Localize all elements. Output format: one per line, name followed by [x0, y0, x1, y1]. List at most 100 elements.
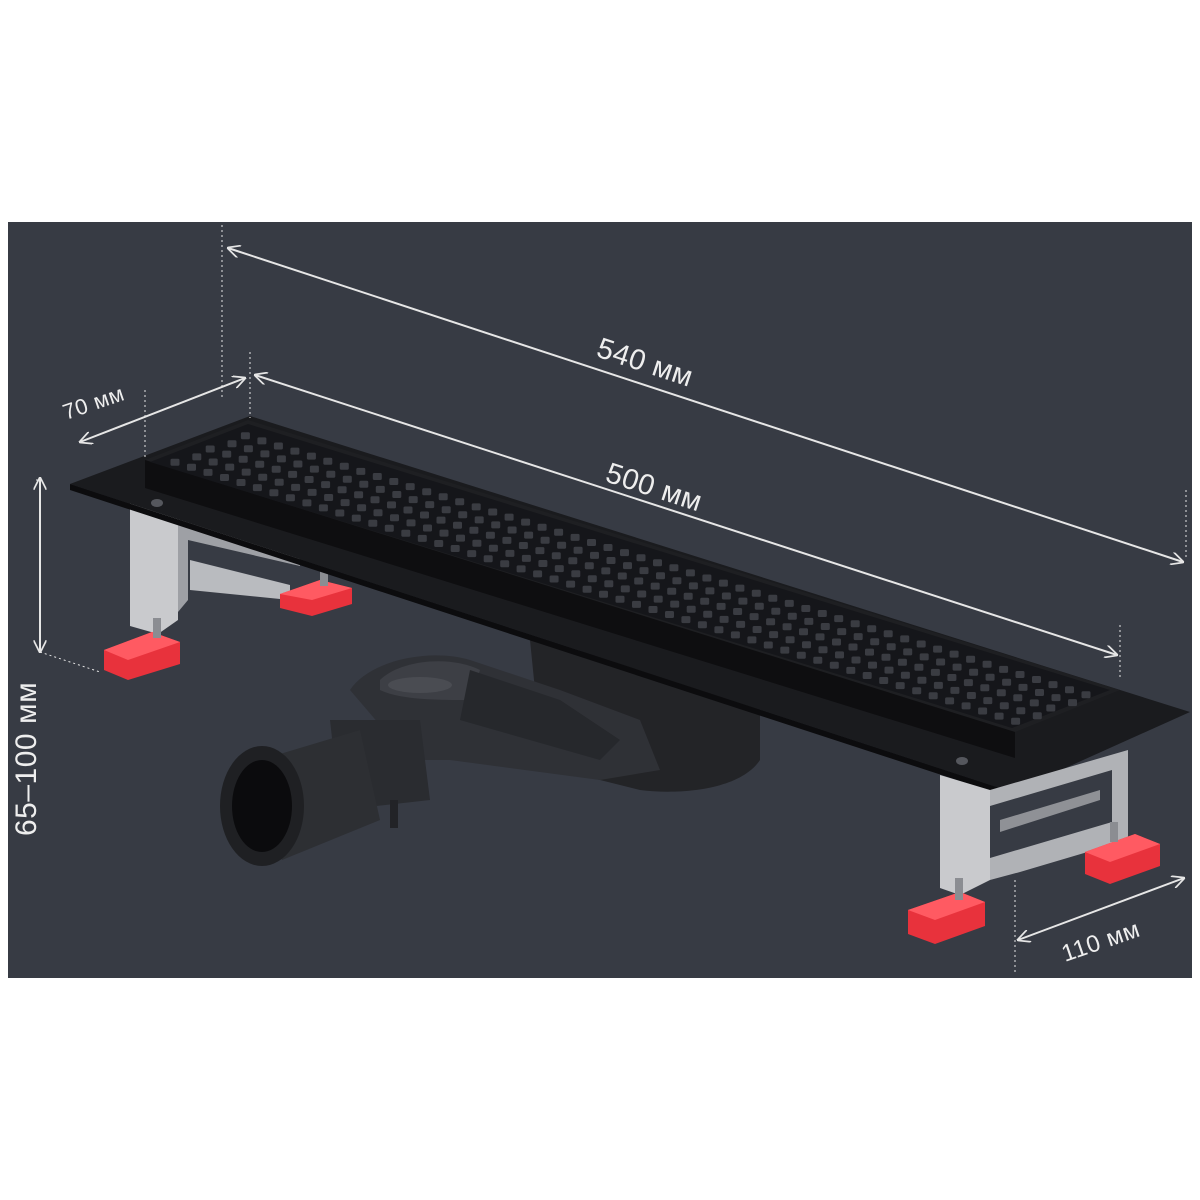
grate-hole — [392, 491, 402, 498]
grate-hole — [936, 658, 946, 666]
grate-hole — [650, 582, 660, 590]
grate-hole — [817, 610, 827, 617]
grate-hole — [474, 516, 484, 524]
front-left-foot — [908, 878, 985, 944]
grate-hole — [916, 640, 926, 648]
grate-hole — [719, 615, 729, 623]
grate-hole — [702, 574, 712, 582]
grate-hole — [952, 663, 962, 671]
grate-hole — [436, 516, 446, 524]
grate-hole — [491, 521, 501, 529]
grate-hole — [587, 539, 596, 546]
grate-hole — [754, 602, 764, 610]
grate-hole — [815, 633, 825, 641]
grate-hole — [1029, 699, 1039, 707]
grate-hole — [456, 534, 465, 542]
grate-hole — [834, 615, 844, 623]
grate-hole — [225, 463, 235, 471]
grate-hole — [683, 592, 693, 600]
grate-hole — [999, 702, 1009, 710]
grate-hole — [766, 618, 776, 626]
grate-hole — [337, 486, 347, 494]
grate-hole — [1035, 689, 1044, 696]
grate-hole — [665, 611, 674, 618]
grate-hole — [785, 636, 795, 644]
grate-hole — [895, 682, 905, 690]
grate-hole — [205, 445, 215, 453]
grate-hole — [604, 580, 614, 588]
grate-hole — [636, 554, 646, 562]
dimension-110-label: 110 мм — [1058, 916, 1143, 968]
grate-hole — [961, 702, 971, 710]
grate-hole — [243, 445, 253, 453]
grate-hole — [554, 528, 564, 536]
grate-hole — [730, 631, 740, 639]
grate-hole — [339, 462, 349, 470]
grate-hole — [686, 605, 696, 613]
grate-hole — [966, 692, 976, 699]
grate-hole — [900, 671, 910, 679]
grate-hole — [632, 600, 641, 608]
grate-hole — [257, 437, 267, 445]
grate-hole — [884, 666, 894, 674]
grate-hole — [387, 501, 396, 509]
grate-hole — [401, 529, 411, 537]
grate-hole — [799, 628, 808, 636]
grate-hole — [620, 585, 630, 593]
grate-hole — [688, 582, 698, 590]
grate-hole — [969, 668, 979, 676]
grate-hole — [978, 707, 988, 715]
grate-hole — [273, 442, 283, 450]
grate-hole — [832, 638, 841, 646]
grate-hole — [787, 612, 797, 620]
grate-hole — [914, 663, 924, 671]
grate-hole — [747, 636, 757, 644]
grate-hole — [945, 697, 955, 705]
grate-hole — [570, 533, 580, 541]
grate-hole — [554, 565, 564, 573]
grate-hole — [502, 536, 512, 544]
grate-hole — [1032, 712, 1042, 720]
grate-hole — [947, 674, 957, 681]
grate-hole — [236, 479, 246, 486]
grate-hole — [537, 523, 547, 531]
grate-hole — [408, 496, 418, 504]
grate-hole — [599, 590, 608, 598]
grate-hole — [623, 562, 632, 570]
grate-hole — [881, 653, 891, 661]
grate-hole — [354, 491, 364, 499]
grate-hole — [749, 613, 759, 621]
grate-hole — [796, 651, 806, 659]
grate-hole — [304, 476, 314, 483]
grate-hole — [656, 572, 665, 580]
grate-hole — [260, 450, 270, 458]
dimension-110 — [1014, 878, 1184, 975]
grate-hole — [994, 712, 1004, 720]
grate-hole — [518, 542, 528, 549]
grate-hole — [850, 620, 860, 628]
grate-hole — [505, 549, 515, 557]
grate-hole — [620, 549, 629, 557]
grate-hole — [450, 545, 460, 552]
grate-hole — [187, 463, 196, 471]
grate-hole — [851, 656, 861, 664]
grate-hole — [1015, 671, 1025, 678]
grate-hole — [818, 646, 828, 654]
grate-hole — [390, 514, 399, 522]
grate-hole — [318, 504, 328, 512]
grate-hole — [389, 478, 399, 485]
grate-hole — [222, 450, 232, 458]
grate-hole — [438, 493, 448, 501]
grate-hole — [606, 557, 616, 564]
grate-hole — [582, 585, 592, 593]
grate-hole — [370, 496, 380, 504]
grate-hole — [288, 470, 298, 478]
grate-hole — [868, 661, 877, 669]
grate-hole — [933, 681, 943, 689]
grate-hole — [551, 552, 561, 560]
grate-hole — [886, 643, 896, 651]
grate-hole — [1048, 681, 1058, 689]
grate-hole — [813, 656, 823, 664]
flange-hole-left — [151, 499, 163, 507]
grate-hole — [771, 607, 781, 615]
